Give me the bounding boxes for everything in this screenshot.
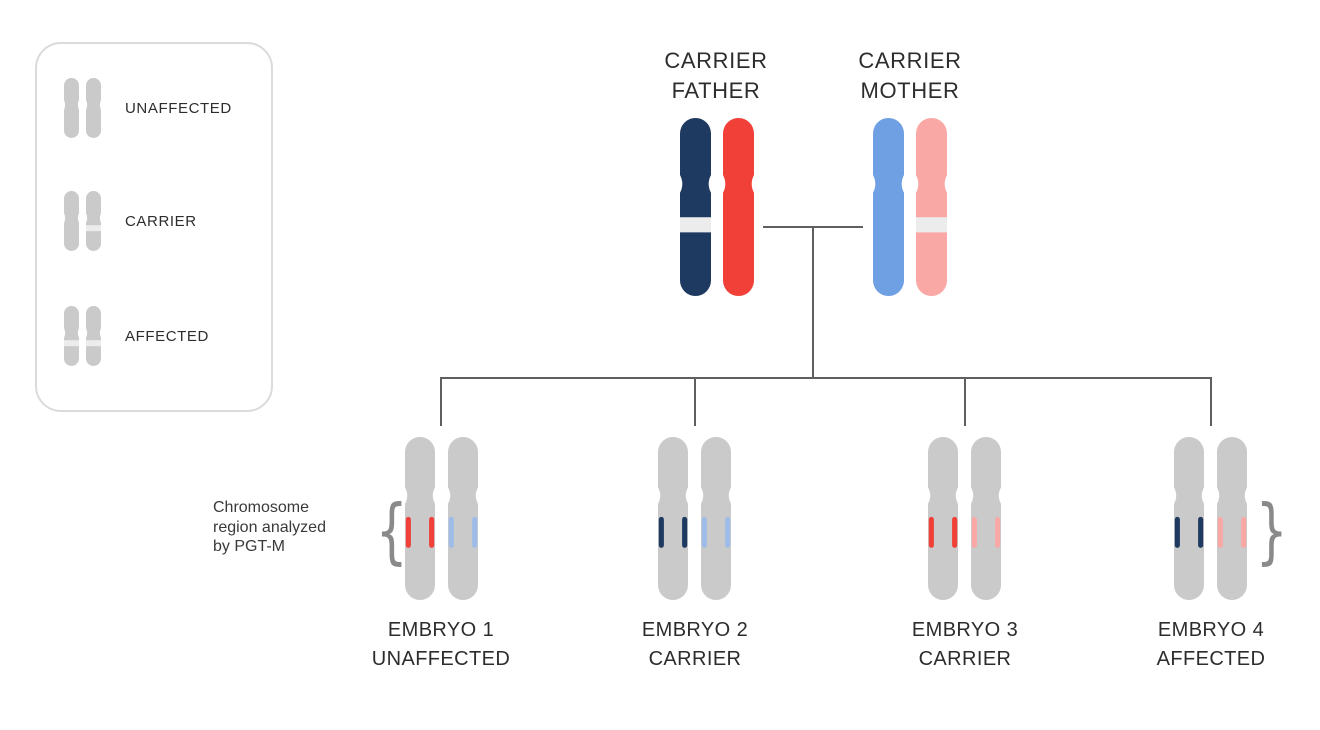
- legend-box: UNAFFECTED CARRIER AFFECTED: [35, 42, 273, 412]
- embryo-1-name: EMBRYO 1: [387, 619, 495, 641]
- legend-item-unaffected: UNAFFECTED: [64, 77, 232, 139]
- mother-chromosomes: [873, 118, 947, 296]
- embryo-3-label: EMBRYO 3 CARRIER: [845, 616, 1085, 674]
- chromosome-banded-icon: [86, 191, 101, 251]
- embryo-2-name: EMBRYO 2: [641, 619, 749, 641]
- chromosome-icon: [64, 78, 79, 138]
- embryo-3-status: CARRIER: [918, 648, 1012, 670]
- siblings-line: [440, 377, 1212, 379]
- chromosome-icon: [64, 191, 79, 251]
- embryo-2-status: CARRIER: [648, 648, 742, 670]
- mother-normal-chromosome: [873, 118, 904, 296]
- embryo-4-status: AFFECTED: [1156, 648, 1266, 670]
- close-brace: }: [1255, 489, 1288, 573]
- legend-label-unaffected: UNAFFECTED: [125, 99, 232, 117]
- legend-label-affected: AFFECTED: [125, 327, 209, 345]
- annotation-line1: Chromosome: [213, 499, 310, 516]
- legend-item-carrier: CARRIER: [64, 190, 197, 252]
- embryo-1-drop-line: [440, 378, 442, 426]
- embryo-3-paternal-chromosome: [928, 437, 958, 600]
- father-mutant-chromosome: [680, 118, 711, 296]
- parents-to-children-line: [812, 227, 814, 378]
- embryo-2-label: EMBRYO 2 CARRIER: [575, 616, 815, 674]
- embryo-1-maternal-chromosome: [448, 437, 478, 600]
- embryo-3-name: EMBRYO 3: [911, 619, 1019, 641]
- embryo-4-drop-line: [1210, 378, 1212, 426]
- legend-label-carrier: CARRIER: [125, 212, 197, 230]
- annotation-line3: by PGT-M: [213, 538, 286, 555]
- chromosome-icon: [86, 78, 101, 138]
- embryo-2-maternal-chromosome: [701, 437, 731, 600]
- unaffected-chromosome-pair-icon: [64, 78, 101, 138]
- embryo-2-paternal-chromosome: [658, 437, 688, 600]
- mother-mutant-chromosome: [916, 118, 947, 296]
- father-normal-chromosome: [723, 118, 754, 296]
- annotation-line2: region analyzed: [213, 518, 326, 536]
- pgtm-annotation: Chromosome region analyzed by PGT-M: [213, 498, 326, 557]
- carrier-chromosome-pair-icon: [64, 191, 101, 251]
- legend-item-affected: AFFECTED: [64, 305, 209, 367]
- embryo-2-chromosomes: [658, 437, 731, 600]
- embryo-1-paternal-chromosome: [405, 437, 435, 600]
- father-chromosomes: [680, 118, 754, 296]
- embryo-1-label: EMBRYO 1 UNAFFECTED: [321, 616, 561, 674]
- embryo-4-name: EMBRYO 4: [1157, 619, 1265, 641]
- chromosome-banded-icon: [64, 306, 79, 366]
- embryo-4-paternal-chromosome: [1174, 437, 1204, 600]
- embryo-3-drop-line: [964, 378, 966, 426]
- embryo-3-chromosomes: [928, 437, 1001, 600]
- mother-label-line1: CARRIER: [858, 48, 962, 73]
- affected-chromosome-pair-icon: [64, 306, 101, 366]
- embryo-4-maternal-chromosome: [1217, 437, 1247, 600]
- father-label-line1: CARRIER: [664, 48, 768, 73]
- embryo-1-chromosomes: [405, 437, 478, 600]
- embryo-1-status: UNAFFECTED: [371, 648, 511, 670]
- father-label-line2: FATHER: [671, 78, 761, 103]
- embryo-3-maternal-chromosome: [971, 437, 1001, 600]
- mother-label: CARRIER MOTHER: [810, 46, 1010, 106]
- chromosome-banded-icon: [86, 306, 101, 366]
- open-brace: {: [375, 489, 408, 573]
- embryo-4-label: EMBRYO 4 AFFECTED: [1091, 616, 1320, 674]
- embryo-2-drop-line: [694, 378, 696, 426]
- embryo-4-chromosomes: [1174, 437, 1247, 600]
- father-label: CARRIER FATHER: [616, 46, 816, 106]
- mother-label-line2: MOTHER: [860, 78, 960, 103]
